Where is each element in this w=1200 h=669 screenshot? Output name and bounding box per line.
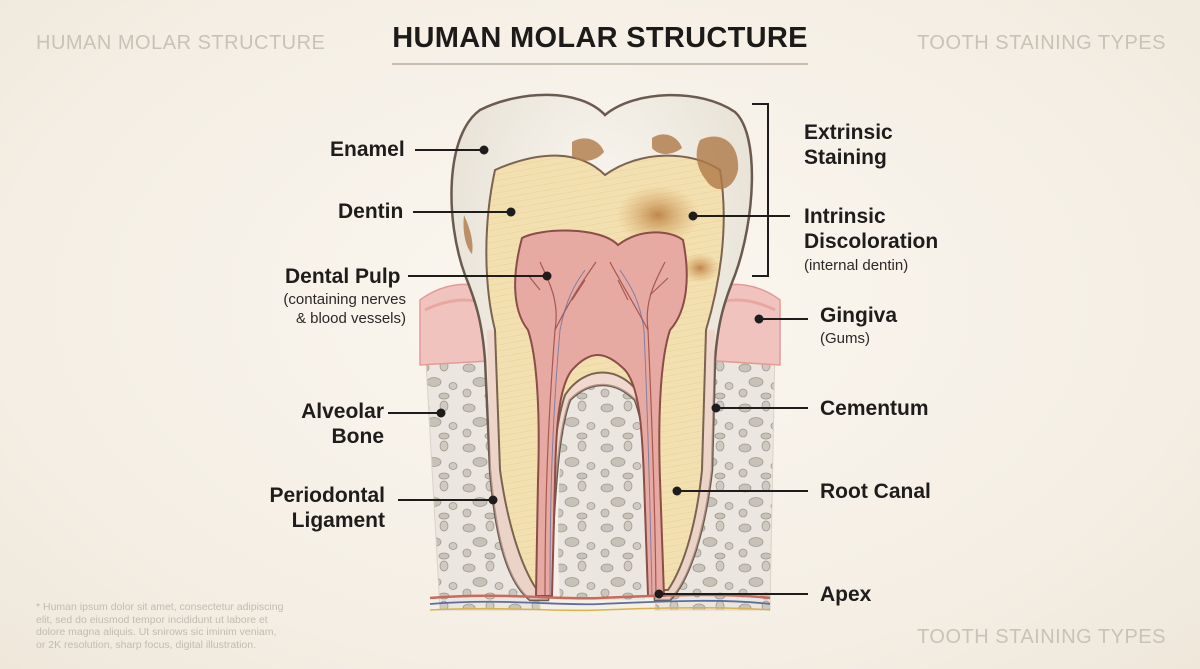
- label-cementum: Cementum: [820, 397, 929, 420]
- label-dentin: Dentin: [338, 200, 404, 223]
- label-intrinsic-line-1: Intrinsic: [804, 205, 886, 228]
- label-gingiva: Gingiva: [820, 304, 898, 327]
- intrinsic-stain-mark: [616, 185, 700, 245]
- footnote-line: dolore magna aliquis. Ut snirows sic imi…: [36, 626, 277, 638]
- label-alveolar-bone-line-1: Alveolar: [301, 400, 384, 423]
- label-dental-pulp: Dental Pulp: [285, 265, 401, 288]
- label-dental-pulp-sub-1: (containing nerves: [283, 291, 406, 308]
- label-intrinsic-line-2: Discoloration: [804, 230, 939, 253]
- label-dental-pulp-sub-2: & blood vessels): [295, 310, 406, 327]
- tooth-shape: [450, 93, 754, 602]
- label-enamel: Enamel: [330, 138, 405, 161]
- corner-caption-top-left: HUMAN MOLAR STRUCTURE: [36, 32, 326, 54]
- label-root-canal: Root Canal: [820, 480, 931, 503]
- label-apex: Apex: [820, 583, 872, 606]
- label-gingiva-sub: (Gums): [820, 330, 870, 347]
- staining-bracket: [752, 103, 769, 277]
- page-title: HUMAN MOLAR STRUCTURE: [392, 22, 808, 54]
- extrinsic-stain-marks: [463, 134, 739, 254]
- label-intrinsic-sub: (internal dentin): [804, 257, 909, 274]
- label-periodontal-line-1: Periodontal: [269, 484, 385, 507]
- label-alveolar-bone-line-2: Bone: [331, 425, 385, 448]
- label-extrinsic-line-2: Staining: [804, 146, 887, 169]
- footnote-line: or 2K resolution, sharp focus, digital i…: [36, 638, 257, 651]
- footnote-line: * Human ipsum dolor sit amet, consectetu…: [36, 601, 284, 613]
- corner-caption-top-right: TOOTH STAINING TYPES: [917, 32, 1166, 54]
- label-extrinsic-line-1: Extrinsic: [804, 121, 893, 144]
- label-periodontal-line-2: Ligament: [291, 509, 385, 532]
- footnote-line: elit, sed do eiusmod tempor incididunt u…: [36, 613, 268, 626]
- title-underline: [392, 63, 808, 65]
- corner-caption-bottom-right: TOOTH STAINING TYPES: [917, 626, 1166, 648]
- footnote: * Human ipsum dolor sit amet, consectetu…: [36, 601, 316, 651]
